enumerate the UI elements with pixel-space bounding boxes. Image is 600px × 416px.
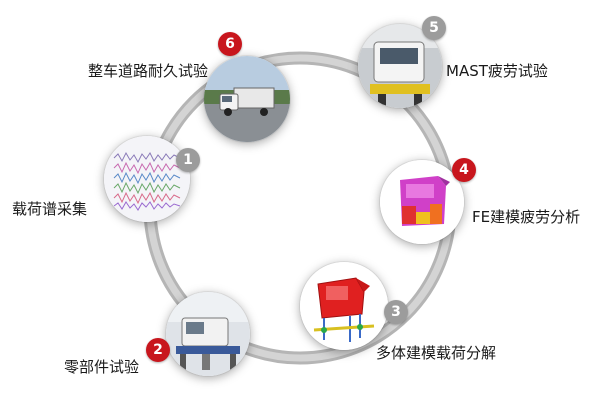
multibody-model-image [300, 262, 388, 350]
step-4-image [380, 160, 464, 244]
road-test-truck-image [204, 56, 290, 142]
step-badge-3: 3 [384, 300, 408, 324]
step-1-image [104, 136, 190, 222]
step-label-6: 整车道路耐久试验 [88, 62, 209, 80]
step-2-image [166, 292, 250, 376]
step-badge-2: 2 [146, 338, 170, 362]
step-badge-4: 4 [452, 158, 476, 182]
step-label-2: 零部件试验 [64, 358, 140, 376]
step-5-image [358, 24, 442, 108]
step-badge-6: 6 [218, 32, 242, 56]
step-6-image [204, 56, 290, 142]
step-3-image [300, 262, 388, 350]
step-badge-5: 5 [422, 16, 446, 40]
fe-cab-model-image [380, 160, 464, 244]
step-label-1: 载荷谱采集 [12, 200, 88, 218]
step-label-5: MAST疲劳试验 [446, 62, 548, 80]
step-label-4: FE建模疲劳分析 [472, 208, 581, 226]
component-test-rig-image [166, 292, 250, 376]
step-label-3: 多体建模载荷分解 [376, 344, 497, 362]
step-badge-1: 1 [176, 148, 200, 172]
signal-waveform-image [104, 136, 190, 222]
